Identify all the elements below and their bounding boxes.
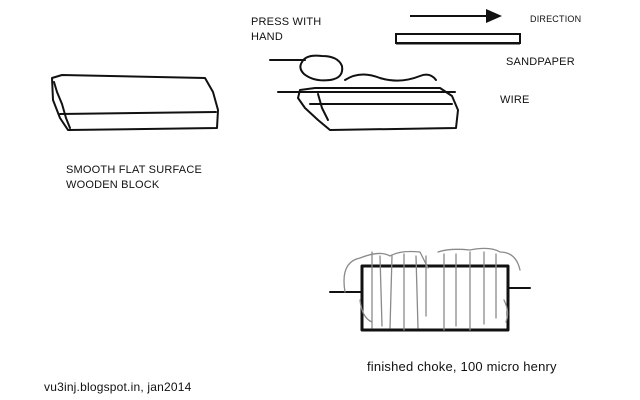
- finished-choke: [329, 247, 531, 332]
- label-press-with-hand: PRESS WITH HAND: [251, 16, 322, 43]
- wooden-block: [51, 74, 219, 131]
- hand: [299, 54, 344, 82]
- sanding-setup: [269, 54, 459, 131]
- label-direction: DIRECTION: [530, 14, 582, 24]
- label-wooden-block: SMOOTH FLAT SURFACE WOODEN BLOCK: [66, 164, 203, 191]
- blog-credit: vu3inj.blogspot.in, jan2014: [44, 380, 192, 394]
- sandpaper-strip: [395, 33, 521, 45]
- label-wire: WIRE: [500, 94, 530, 106]
- choke-caption: finished choke, 100 micro henry: [367, 359, 557, 374]
- direction-arrow: [410, 9, 502, 23]
- label-sandpaper: SANDPAPER: [506, 56, 575, 68]
- sanding-block: [297, 87, 459, 131]
